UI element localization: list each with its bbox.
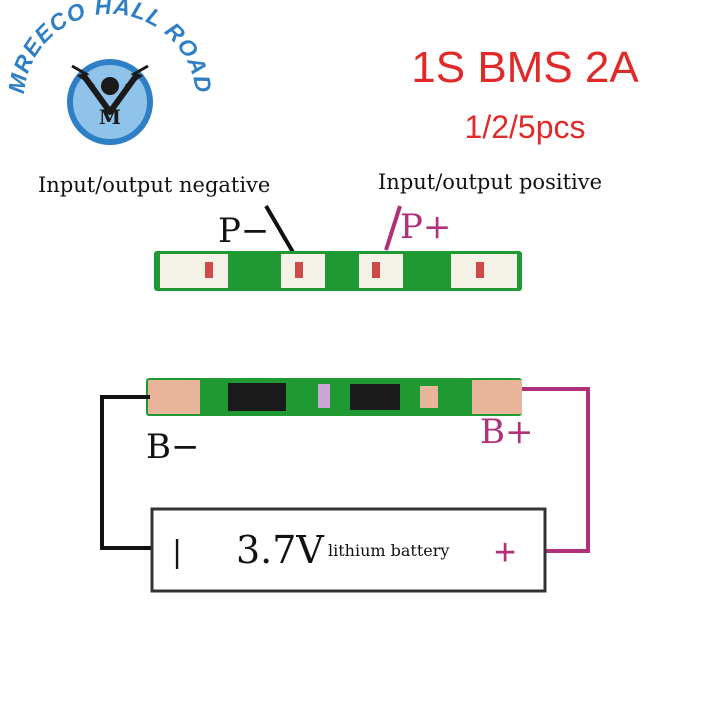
board-top-mark-3 xyxy=(372,262,380,278)
battery: | 3.7V lithium battery + xyxy=(150,507,547,593)
board-top-mark-2 xyxy=(295,262,303,278)
logo-lightning-right xyxy=(125,64,149,88)
p-minus-pointer xyxy=(264,204,296,256)
b-plus-label: B+ xyxy=(480,412,533,452)
p-minus-label: P− xyxy=(218,211,269,251)
battery-positive-mark: + xyxy=(494,532,516,574)
battery-body xyxy=(150,507,547,593)
bms-board-bottom xyxy=(146,378,522,416)
logo-initial: M xyxy=(99,105,121,129)
negative-wire xyxy=(100,395,152,550)
product-title: 1S BMS 2A xyxy=(411,43,639,92)
logo-lightning-left xyxy=(71,64,95,88)
p-plus-pointer xyxy=(384,205,402,251)
logo-head xyxy=(101,77,119,95)
b-minus-label: B− xyxy=(146,427,199,467)
board-bottom-resistor xyxy=(420,386,438,408)
board-bottom-pad-b-minus xyxy=(148,380,200,414)
positive-wire xyxy=(522,387,590,553)
positive-caption: Input/output positive xyxy=(378,170,602,194)
p-plus-label: P+ xyxy=(400,207,451,247)
negative-caption: Input/output negative xyxy=(38,173,270,197)
board-top-mark-1 xyxy=(205,262,213,278)
logo-figure xyxy=(81,74,139,115)
board-bottom-chip-1 xyxy=(228,383,286,411)
board-bottom-pad-b-plus xyxy=(472,380,522,414)
product-subtitle: 1/2/5pcs xyxy=(465,109,586,145)
brand-logo: M MREECO HALL ROAD xyxy=(3,0,216,145)
board-bottom-led xyxy=(318,384,330,408)
board-top-pad-3 xyxy=(359,254,403,288)
board-top-pad-1 xyxy=(160,254,228,288)
board-top-mark-4 xyxy=(476,262,484,278)
bms-board-top xyxy=(154,251,522,291)
battery-negative-mark: | xyxy=(172,535,182,570)
battery-type: lithium battery xyxy=(328,541,449,560)
board-bottom-chip-2 xyxy=(350,384,400,410)
board-bottom-pcb xyxy=(146,378,522,416)
board-top-pcb xyxy=(154,251,522,291)
battery-voltage: 3.7V xyxy=(236,528,324,572)
